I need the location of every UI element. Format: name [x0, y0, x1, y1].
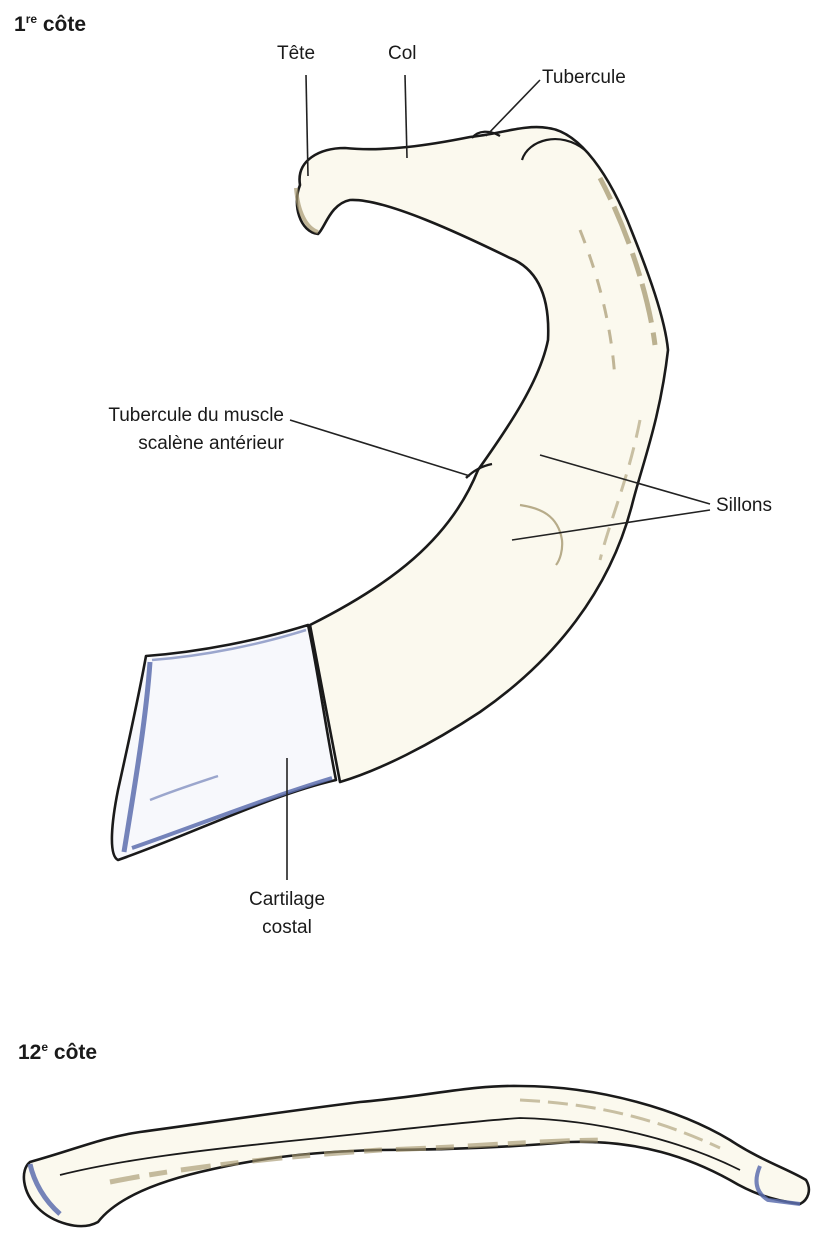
first-rib-title-suffix: re [26, 12, 37, 26]
first-rib-bone [297, 127, 668, 782]
twelfth-rib-title-suffix: e [41, 1040, 48, 1054]
label-col: Col [388, 40, 417, 68]
label-sillons: Sillons [716, 492, 772, 520]
label-scalene-tubercle: Tubercule du muscle scalène antérieur [8, 402, 284, 458]
costal-cartilage [112, 625, 336, 860]
label-cartilage-line1: Cartilage [197, 886, 377, 914]
first-rib-title-number: 1 [14, 13, 26, 36]
twelfth-rib-bone [24, 1086, 809, 1226]
label-scalene-line1: Tubercule du muscle [8, 402, 284, 430]
twelfth-rib-title: 12e côte [18, 1040, 97, 1065]
twelfth-rib-title-number: 12 [18, 1041, 41, 1064]
leader-scalene [290, 420, 470, 476]
label-tete: Tête [277, 40, 315, 68]
label-tubercule: Tubercule [542, 64, 626, 92]
twelfth-rib-title-word: côte [54, 1041, 97, 1064]
label-costal-cartilage: Cartilage costal [197, 886, 377, 942]
first-rib-title-word: côte [43, 13, 86, 36]
first-rib-title: 1re côte [14, 12, 86, 37]
label-cartilage-line2: costal [197, 914, 377, 942]
label-scalene-line2: scalène antérieur [8, 430, 284, 458]
leader-col [405, 75, 407, 158]
